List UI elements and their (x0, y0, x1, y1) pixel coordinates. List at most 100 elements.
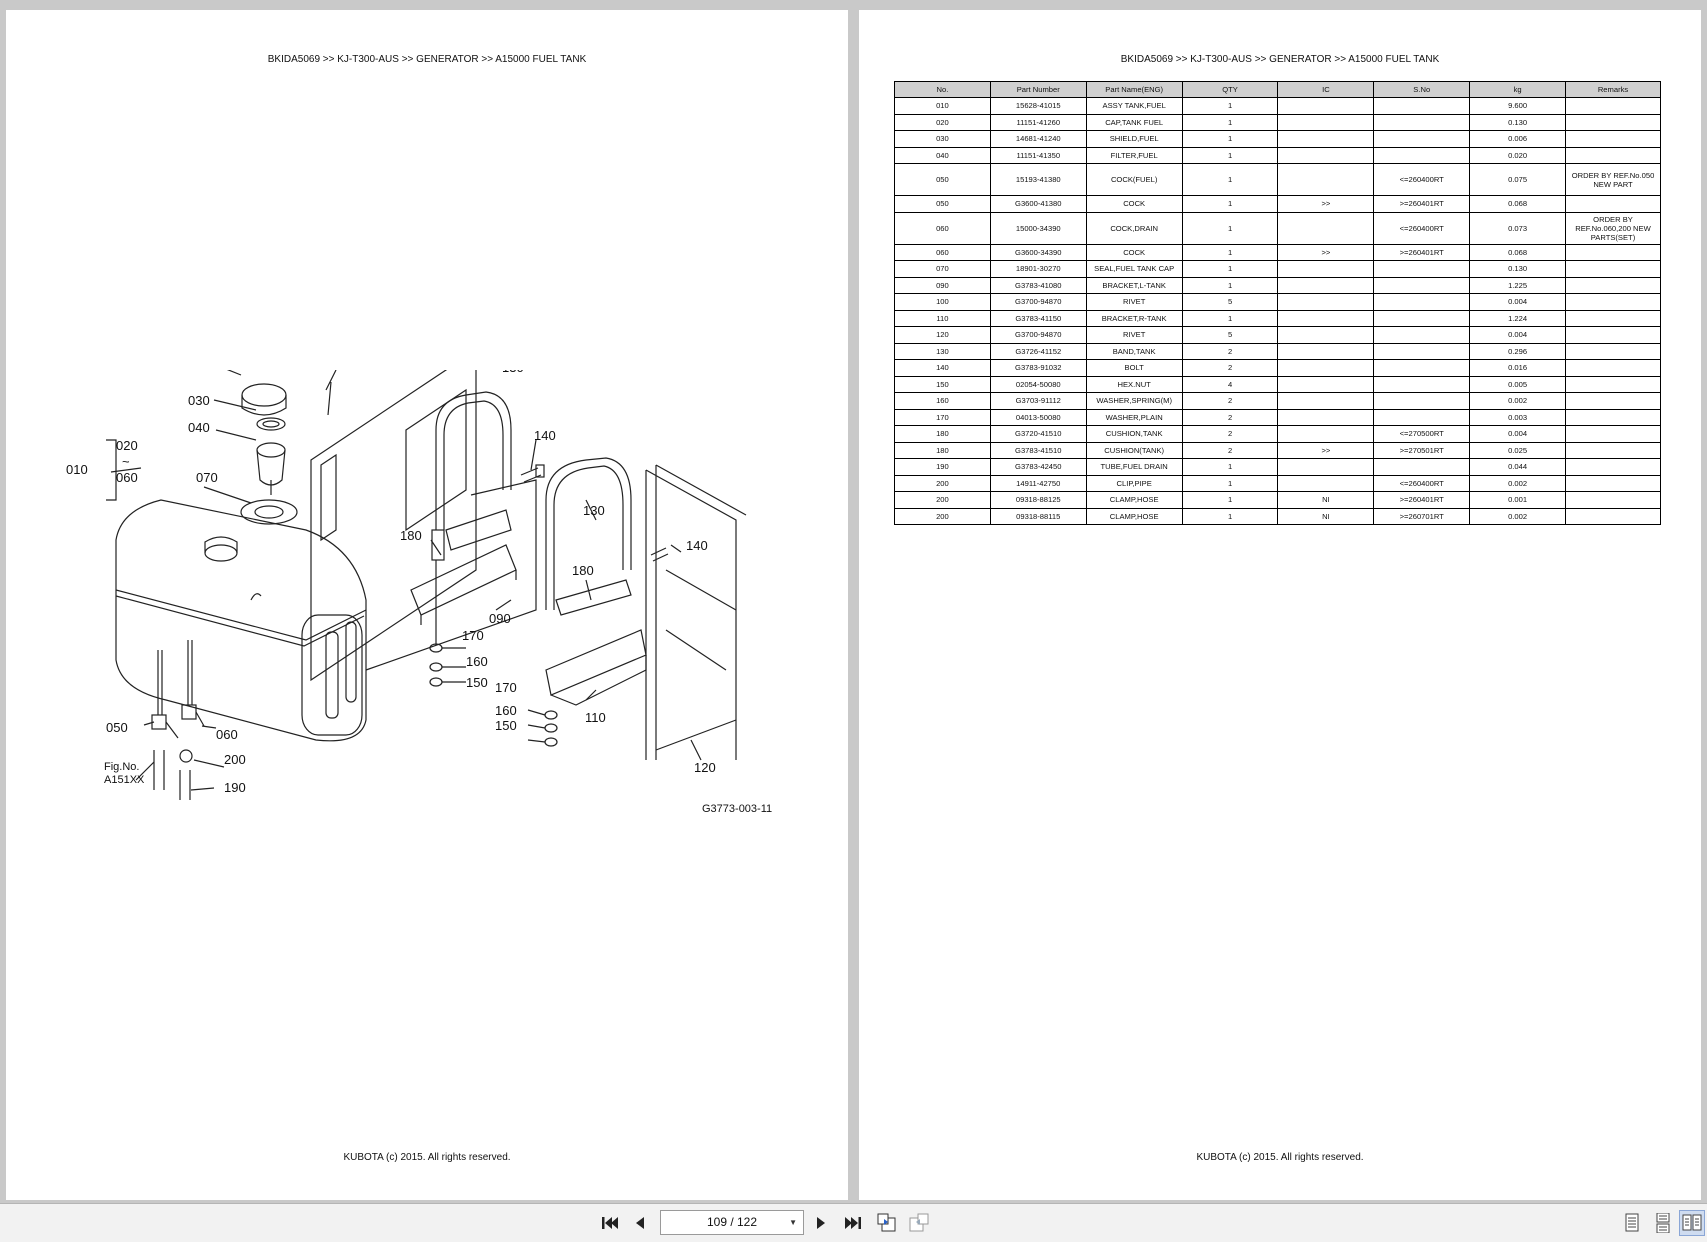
col-remarks-cell (1565, 195, 1661, 213)
callout-190: 190 (224, 780, 246, 795)
header-qty: QTY (1181, 81, 1279, 98)
col-ic-cell (1277, 474, 1375, 492)
col-remarks-cell (1565, 392, 1661, 410)
col-no-cell: 010 (894, 97, 991, 115)
col-part-number-cell: 09318-88115 (989, 507, 1087, 525)
next-view-icon[interactable] (906, 1210, 932, 1236)
header-kg: kg (1469, 81, 1567, 98)
col-qty-cell: 1 (1181, 195, 1279, 213)
col-no-cell: 020 (894, 113, 991, 131)
col-qty-cell: 5 (1181, 326, 1279, 344)
col-no-cell: 120 (894, 326, 991, 344)
col-remarks-cell (1565, 441, 1661, 459)
col-part-number-cell: G3783-41080 (989, 276, 1087, 294)
col-no-cell: 070 (894, 260, 991, 278)
previous-view-icon[interactable] (874, 1210, 900, 1236)
single-page-view-icon[interactable] (1619, 1210, 1645, 1236)
col-qty-cell: 1 (1181, 163, 1279, 196)
col-sno-cell: <=260400RT (1373, 211, 1471, 245)
col-part-number-cell: 14911-42750 (989, 474, 1087, 492)
col-part-number-cell: 15193-41380 (989, 163, 1087, 196)
col-no-cell: 110 (894, 309, 991, 327)
callout-140-top: 140 (534, 428, 556, 443)
col-ic-cell (1277, 408, 1375, 426)
next-page-icon[interactable] (808, 1210, 834, 1236)
col-ic-cell: NI (1277, 507, 1375, 525)
col-no-cell: 060 (894, 243, 991, 261)
col-part-number-cell: 04013-50080 (989, 408, 1087, 426)
col-part-number-cell: 11151-41350 (989, 146, 1087, 164)
col-remarks-cell (1565, 408, 1661, 426)
facing-pages-view-icon[interactable] (1679, 1210, 1705, 1236)
page-number-selector[interactable]: 109 / 122 ▼ (660, 1210, 804, 1235)
exploded-parts-diagram: 010 020 ~ 060 020 030 040 070 100 130 14… (66, 370, 772, 815)
col-part-name-cell: CLIP,PIPE (1085, 474, 1183, 492)
col-no-cell: 140 (894, 359, 991, 377)
col-sno-cell: <=270500RT (1373, 425, 1471, 443)
col-kg-cell: 0.004 (1469, 425, 1567, 443)
col-sno-cell: >=260401RT (1373, 491, 1471, 509)
header-remarks: Remarks (1565, 81, 1661, 98)
col-sno-cell (1373, 342, 1471, 360)
page-header-breadcrumb: BKIDA5069 >> KJ-T300-AUS >> GENERATOR >>… (1120, 54, 1440, 65)
col-qty-cell: 1 (1181, 507, 1279, 525)
callout-180-left: 180 (400, 528, 422, 543)
figure-reference-number: A151XX (104, 774, 145, 786)
callout-160-right: 160 (495, 703, 517, 718)
col-remarks-cell (1565, 130, 1661, 148)
col-part-number-cell: G3783-91032 (989, 359, 1087, 377)
col-remarks-cell (1565, 359, 1661, 377)
pdf-viewer-toolbar: 109 / 122 ▼ (0, 1203, 1707, 1242)
col-kg-cell: 0.001 (1469, 491, 1567, 509)
col-remarks-cell (1565, 342, 1661, 360)
first-page-icon[interactable] (597, 1210, 623, 1236)
col-sno-cell (1373, 392, 1471, 410)
last-page-icon[interactable] (840, 1210, 866, 1236)
col-part-number-cell: G3726-41152 (989, 342, 1087, 360)
col-remarks-cell (1565, 326, 1661, 344)
col-part-name-cell: BAND,TANK (1085, 342, 1183, 360)
col-remarks-cell (1565, 276, 1661, 294)
col-sno-cell (1373, 359, 1471, 377)
previous-page-icon[interactable] (627, 1210, 653, 1236)
page-footer-copyright: KUBOTA (c) 2015. All rights reserved. (1196, 1152, 1364, 1163)
callout-180-right: 180 (572, 563, 594, 578)
continuous-view-icon[interactable] (1650, 1210, 1676, 1236)
header-ic: IC (1277, 81, 1375, 98)
drawing-code: G3773-003-11 (702, 803, 772, 815)
col-part-number-cell: 02054-50080 (989, 375, 1087, 393)
col-part-number-cell: G3783-42450 (989, 458, 1087, 476)
col-remarks-cell (1565, 375, 1661, 393)
col-ic-cell (1277, 130, 1375, 148)
col-qty-cell: 2 (1181, 408, 1279, 426)
col-part-number-cell: G3600-41380 (989, 195, 1087, 213)
col-qty-cell: 1 (1181, 243, 1279, 261)
col-kg-cell: 0.005 (1469, 375, 1567, 393)
col-remarks-cell (1565, 243, 1661, 261)
col-no-cell: 130 (894, 342, 991, 360)
col-kg-cell: 0.025 (1469, 441, 1567, 459)
col-no-cell: 090 (894, 276, 991, 294)
document-page-left: BKIDA5069 >> KJ-T300-AUS >> GENERATOR >>… (6, 10, 848, 1200)
header-part-name: Part Name(ENG) (1085, 81, 1183, 98)
col-part-name-cell: RIVET (1085, 293, 1183, 311)
page-header-breadcrumb: BKIDA5069 >> KJ-T300-AUS >> GENERATOR >>… (267, 54, 587, 65)
callout-060-range-end: 060 (116, 470, 138, 485)
col-no-cell: 160 (894, 392, 991, 410)
header-no: No. (894, 81, 991, 98)
col-qty-cell: 1 (1181, 458, 1279, 476)
col-sno-cell: <=260400RT (1373, 474, 1471, 492)
col-remarks-cell: ORDER BY REF.No.060,200 NEW PARTS(SET) (1565, 211, 1661, 245)
col-kg-cell: 0.002 (1469, 474, 1567, 492)
col-qty-cell: 1 (1181, 491, 1279, 509)
col-part-number-cell: G3720-41510 (989, 425, 1087, 443)
col-ic-cell (1277, 458, 1375, 476)
